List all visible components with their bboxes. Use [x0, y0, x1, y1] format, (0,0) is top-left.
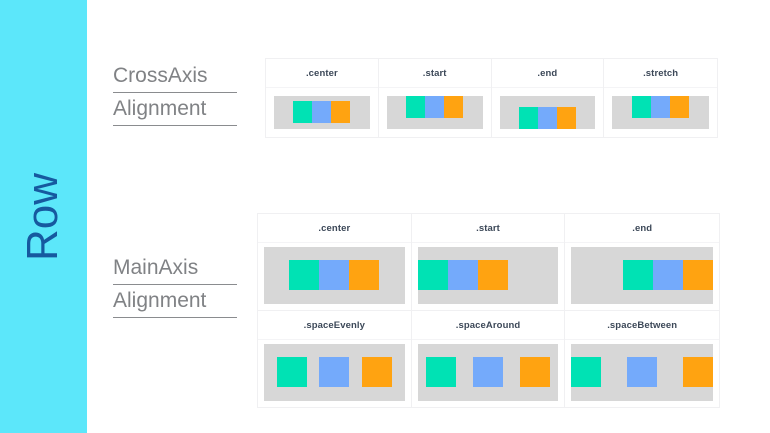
mainaxis-card-body	[258, 243, 411, 310]
demo-container	[274, 95, 370, 129]
mainaxis-card-start[interactable]: .start	[411, 214, 566, 311]
demo-box-orange	[349, 260, 380, 291]
row-sidebar: Row	[0, 0, 87, 433]
demo-box-green	[293, 101, 313, 123]
demo-box-orange	[670, 95, 690, 118]
crossaxis-card-label: .stretch	[604, 59, 717, 88]
demo-container	[417, 247, 559, 304]
mainaxis-title-line-1: MainAxis	[113, 252, 237, 285]
demo-box-blue	[537, 106, 557, 129]
demo-box-orange	[519, 357, 550, 388]
crossaxis-card-body	[266, 88, 378, 137]
demo-box-green	[276, 357, 307, 388]
mainaxis-card-label: .spaceBetween	[565, 311, 719, 340]
demo-container	[612, 95, 709, 129]
crossaxis-card-body	[604, 88, 717, 137]
mainaxis-card-body	[258, 340, 411, 408]
crossaxis-card-start[interactable]: .start	[378, 59, 492, 137]
mainaxis-card-body	[565, 340, 719, 408]
demo-box-blue	[473, 357, 503, 388]
mainaxis-card-label: .end	[565, 214, 719, 243]
demo-box-green	[632, 95, 652, 118]
demo-box-blue	[447, 260, 478, 291]
mainaxis-card-center[interactable]: .center	[258, 214, 412, 311]
demo-box-green	[571, 357, 602, 388]
mainaxis-title-line-2: Alignment	[113, 285, 237, 318]
mainaxis-section-title: MainAxis Alignment	[113, 252, 248, 318]
demo-container	[264, 343, 405, 401]
demo-box-blue	[653, 260, 683, 291]
demo-container	[499, 95, 596, 129]
mainaxis-card-spacebetween[interactable]: .spaceBetween	[565, 310, 719, 408]
demo-box-orange	[477, 260, 508, 291]
demo-container	[571, 247, 713, 304]
mainaxis-card-label: .spaceAround	[411, 311, 565, 340]
crossaxis-card-label: .start	[378, 59, 491, 88]
crossaxis-card-stretch[interactable]: .stretch	[604, 59, 717, 137]
demo-box-green	[406, 95, 426, 118]
crossaxis-card-body	[379, 88, 491, 137]
mainaxis-card-label: .start	[411, 214, 565, 243]
demo-container	[417, 343, 559, 401]
crossaxis-card-center[interactable]: .center	[266, 59, 379, 137]
demo-box-orange	[444, 95, 464, 118]
demo-box-orange	[683, 357, 713, 388]
mainaxis-row-bottom: .spaceEvenly .spaceAround .spaceBetw	[258, 310, 719, 408]
demo-box-green	[623, 260, 653, 291]
demo-box-orange	[683, 260, 713, 291]
demo-box-blue	[312, 101, 332, 123]
crossaxis-section-title: CrossAxis Alignment	[113, 60, 248, 126]
mainaxis-card-body	[412, 243, 565, 310]
crossaxis-card-grid: .center .start .end	[265, 58, 718, 138]
demo-box-green	[518, 106, 538, 129]
crossaxis-title-line-1: CrossAxis	[113, 60, 237, 93]
mainaxis-card-spaceevenly[interactable]: .spaceEvenly	[258, 310, 412, 408]
crossaxis-card-label: .center	[266, 59, 378, 88]
crossaxis-card-end[interactable]: .end	[491, 59, 605, 137]
mainaxis-card-end[interactable]: .end	[565, 214, 719, 311]
sidebar-label-text: Row	[18, 172, 68, 261]
demo-box-orange	[361, 357, 392, 388]
mainaxis-card-spacearound[interactable]: .spaceAround	[411, 310, 566, 408]
demo-box-green	[417, 260, 448, 291]
demo-box-orange	[331, 101, 351, 123]
demo-container	[571, 343, 713, 401]
crossaxis-card-label: .end	[491, 59, 604, 88]
crossaxis-row: .center .start .end	[266, 59, 717, 137]
sidebar-label-wrapper: Row	[0, 0, 87, 433]
mainaxis-row-top: .center .start .end	[258, 214, 719, 311]
demo-box-blue	[425, 95, 445, 118]
demo-box-green	[426, 357, 457, 388]
mainaxis-card-label: .spaceEvenly	[258, 311, 411, 340]
demo-box-orange	[556, 106, 576, 129]
demo-box-blue	[627, 357, 658, 388]
demo-box-blue	[319, 357, 350, 388]
mainaxis-card-body	[412, 340, 565, 408]
mainaxis-card-body	[565, 243, 719, 310]
demo-container	[264, 247, 405, 304]
demo-container	[386, 95, 483, 129]
crossaxis-card-body	[492, 88, 604, 137]
demo-box-green	[289, 260, 320, 291]
mainaxis-card-label: .center	[258, 214, 411, 243]
crossaxis-title-line-2: Alignment	[113, 93, 237, 126]
demo-box-blue	[651, 95, 671, 118]
mainaxis-card-grid: .center .start .end	[257, 213, 720, 408]
demo-box-blue	[319, 260, 350, 291]
